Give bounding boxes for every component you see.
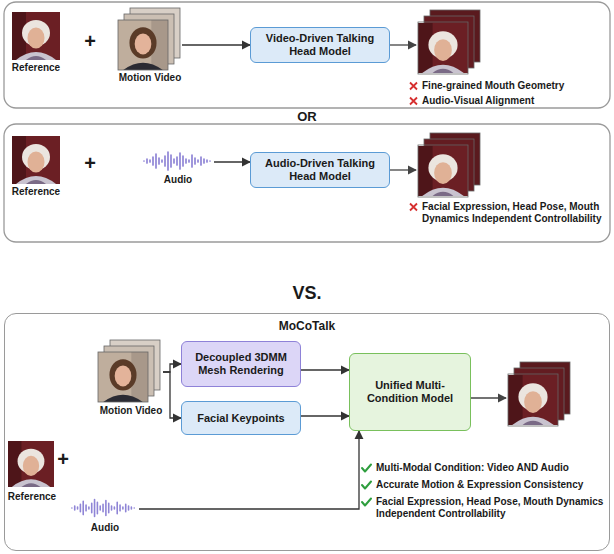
- image-caption: Motion Video: [119, 72, 182, 84]
- output-arrow: [390, 169, 416, 170]
- separator-word: OR: [282, 109, 332, 124]
- advantage-note: Facial Expression, Head Pose, Mouth Dyna…: [376, 496, 608, 520]
- image-caption: Motion Video: [100, 405, 163, 417]
- limitation-note: Fine-grained Mouth Geometry: [422, 80, 608, 92]
- photo-frame: [98, 352, 148, 402]
- box-label: Facial Keypoints: [197, 412, 284, 425]
- motion-photo: [98, 352, 148, 402]
- check-mark: [362, 499, 371, 506]
- flow-arrow: [139, 431, 359, 509]
- reference-image: Reference: [9, 441, 55, 489]
- box-label: Decoupled 3DMM Mesh Rendering: [188, 351, 294, 377]
- photo-frame: [508, 374, 558, 426]
- advantage-note: Accurate Motion & Expression Consistency: [376, 479, 608, 491]
- motion-photo: [118, 20, 168, 70]
- panel-title: MoCoTalk: [5, 319, 609, 333]
- box-label: Unified Multi-Condition Model: [356, 379, 464, 405]
- cross-mark: [410, 83, 417, 90]
- flow-arrow: [182, 44, 250, 45]
- image-caption: Audio: [91, 522, 119, 534]
- photo-frame: [418, 145, 468, 197]
- output-photo: [418, 23, 468, 73]
- limitation-note: Facial Expression, Head Pose, Mouth Dyna…: [422, 201, 608, 225]
- output-arrow: [390, 44, 416, 45]
- flow-arrow: [301, 415, 349, 416]
- image-caption: Reference: [12, 186, 60, 198]
- plus-sign: +: [54, 448, 72, 470]
- image-caption: Reference: [8, 491, 56, 503]
- audio-waveform: [72, 500, 134, 517]
- photo-frame: [418, 22, 468, 74]
- motion-video-frames: Motion Video: [118, 8, 182, 70]
- reference-photo: [12, 136, 60, 184]
- flow-arrow: [214, 161, 250, 162]
- flow-arrow: [163, 364, 181, 372]
- box-label: Audio-Driven Talking Head Model: [257, 157, 383, 183]
- model-box: Audio-Driven Talking Head Model: [250, 152, 390, 188]
- output-photo: [508, 375, 558, 425]
- audio-waveform: Audio: [71, 498, 139, 520]
- flow-arrow: [301, 369, 349, 370]
- panel-outline: [4, 124, 610, 242]
- plus-sign: +: [78, 152, 102, 174]
- reference-photo: [12, 12, 60, 60]
- plus-sign: +: [78, 30, 102, 52]
- cross-mark: [410, 98, 417, 105]
- keypoint-box: Facial Keypoints: [181, 401, 301, 435]
- check-mark: [362, 482, 371, 489]
- method-panel: MoCoTalkMotion Video Decoupled 3DMM Mesh …: [4, 313, 610, 551]
- limitation-note: Audio-Visual Alignment: [422, 95, 608, 107]
- panel-outline: [4, 2, 610, 108]
- reference-photo: [8, 441, 54, 487]
- check-mark: [362, 465, 371, 472]
- cross-mark: [410, 204, 417, 211]
- motion-video-frames: Motion Video: [99, 341, 163, 403]
- image-caption: Audio: [164, 174, 192, 186]
- output-arrow: [470, 397, 506, 398]
- model-box: Video-Driven Talking Head Model: [250, 27, 390, 63]
- image-caption: Reference: [12, 62, 60, 74]
- reference-image: Reference: [12, 136, 60, 184]
- audio-waveform: Audio: [142, 150, 214, 172]
- audio-waveform: [144, 152, 210, 170]
- mesh-render-box: Decoupled 3DMM Mesh Rendering: [181, 341, 301, 387]
- flow-arrow: [163, 372, 181, 418]
- separator-word: VS.: [272, 283, 342, 304]
- advantage-note: Multi-Modal Condition: Video AND Audio: [376, 462, 608, 474]
- box-label: Video-Driven Talking Head Model: [257, 32, 383, 58]
- photo-frame: [118, 20, 168, 70]
- reference-image: Reference: [12, 12, 60, 60]
- model-box: Unified Multi-Condition Model: [349, 353, 471, 431]
- output-photo: [418, 146, 468, 196]
